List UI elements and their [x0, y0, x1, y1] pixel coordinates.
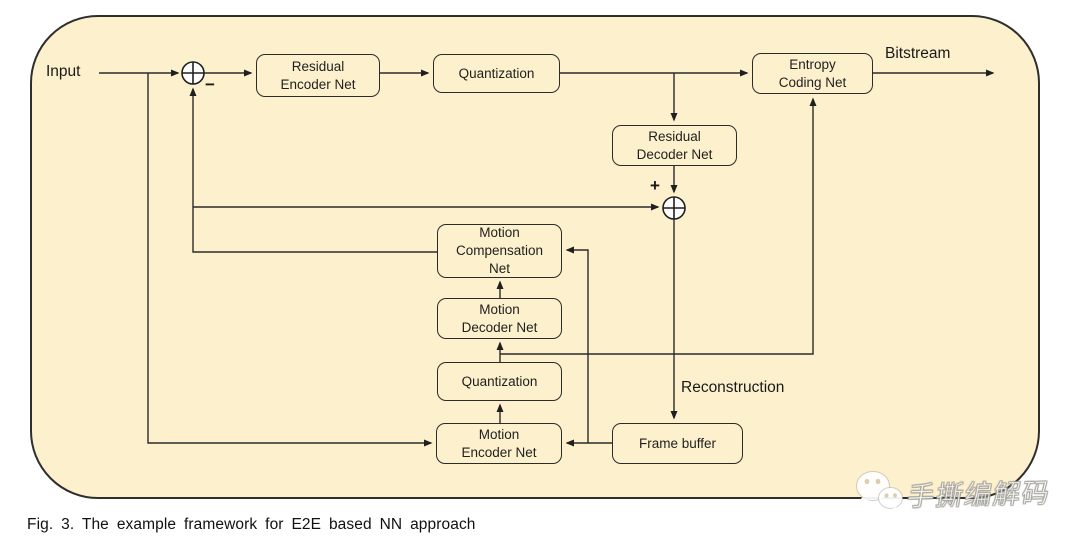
- minus-sign: −: [205, 75, 215, 94]
- input-label: Input: [46, 63, 81, 80]
- box-quantization-residual: Quantization: [433, 54, 560, 93]
- figure-caption: Fig. 3. The example framework for E2E ba…: [27, 516, 476, 533]
- box-motion-compensation-net: Motion Compensation Net: [437, 224, 562, 278]
- wechat-icon: [856, 471, 903, 514]
- box-residual-decoder-net: Residual Decoder Net: [612, 125, 737, 166]
- box-entropy-coding-net: Entropy Coding Net: [752, 53, 873, 94]
- watermark-text: 手撕编解码: [905, 477, 1054, 512]
- watermark: 手撕编解码: [852, 468, 1054, 516]
- box-residual-encoder-net: Residual Encoder Net: [256, 54, 380, 97]
- plus-sign: +: [650, 176, 660, 195]
- reconstruction-label: Reconstruction: [681, 379, 785, 396]
- box-frame-buffer: Frame buffer: [612, 423, 743, 464]
- box-motion-encoder-net: Motion Encoder Net: [436, 423, 562, 464]
- box-quantization-motion: Quantization: [437, 362, 562, 401]
- box-motion-decoder-net: Motion Decoder Net: [437, 298, 562, 339]
- bitstream-label: Bitstream: [885, 45, 951, 62]
